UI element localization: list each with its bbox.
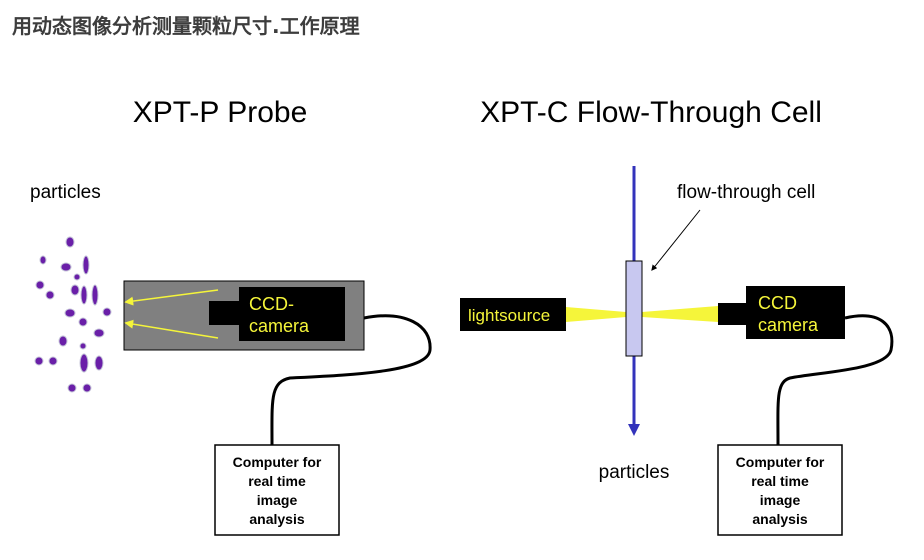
lightsource-box — [460, 298, 566, 331]
cell-computer-label-2: real time — [751, 473, 809, 489]
cell-computer-label-1: Computer for — [736, 454, 825, 470]
probe-camera-label-1: CCD- — [249, 294, 294, 314]
cell-camera-lens — [718, 303, 748, 325]
cell-computer-label-3: image — [760, 492, 801, 508]
light-beam-right — [642, 306, 718, 322]
flow-through-cell — [625, 260, 643, 357]
cell-pointer-arrow — [651, 209, 701, 271]
probe-ccd-camera — [239, 287, 345, 341]
probe-computer-label-3: image — [257, 492, 298, 508]
probe-computer-label-2: real time — [248, 473, 306, 489]
probe-cable — [270, 314, 432, 446]
cell-camera-label-1: CCD — [758, 293, 797, 313]
page-title: 用动态图像分析测量颗粒尺寸.工作原理 — [12, 14, 360, 38]
cell-computer-box — [717, 444, 843, 536]
probe-particles-label: particles — [30, 182, 101, 203]
cell-ccd-camera — [746, 286, 845, 339]
probe-computer-label-1: Computer for — [233, 454, 322, 470]
particle-cloud — [34, 236, 112, 393]
probe-light-ray-upper — [124, 289, 219, 306]
probe-computer-label-4: analysis — [249, 511, 304, 527]
cell-heading: XPT-C Flow-Through Cell — [480, 96, 822, 129]
lightsource-label: lightsource — [468, 306, 550, 325]
cell-computer-label-4: analysis — [752, 511, 807, 527]
probe-camera-lens — [209, 301, 241, 325]
cell-label: flow-through cell — [677, 182, 815, 203]
probe-computer-box — [214, 444, 340, 536]
cell-camera-label-2: camera — [758, 315, 819, 335]
probe-light-ray-lower — [124, 319, 219, 339]
light-beam — [566, 307, 626, 322]
probe-camera-label-2: camera — [249, 316, 310, 336]
probe-heading: XPT-P Probe — [133, 96, 308, 129]
cell-cable — [776, 314, 894, 446]
cell-particles-label: particles — [599, 462, 670, 483]
